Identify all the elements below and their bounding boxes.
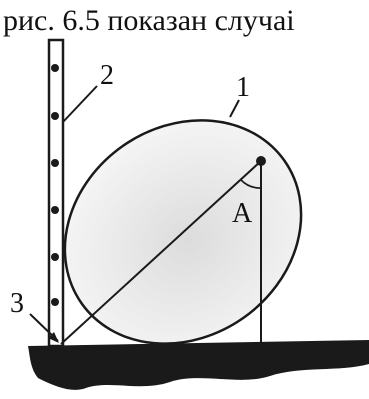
leader-line-1 (229, 99, 240, 118)
figure-caption: рис. 6.5 показан случаі (3, 4, 295, 37)
leader-arrow-3 (48, 332, 59, 343)
ground-surface (28, 340, 369, 390)
leader-line-2 (62, 85, 98, 123)
label-contact-point: 3 (10, 288, 24, 319)
rod-markers (51, 64, 59, 306)
label-angle: A (232, 198, 253, 229)
label-ellipse: 1 (236, 72, 250, 103)
label-rod: 2 (100, 60, 114, 91)
angle-arc (240, 179, 262, 189)
center-point (256, 156, 266, 166)
diagonal-line (60, 160, 262, 345)
